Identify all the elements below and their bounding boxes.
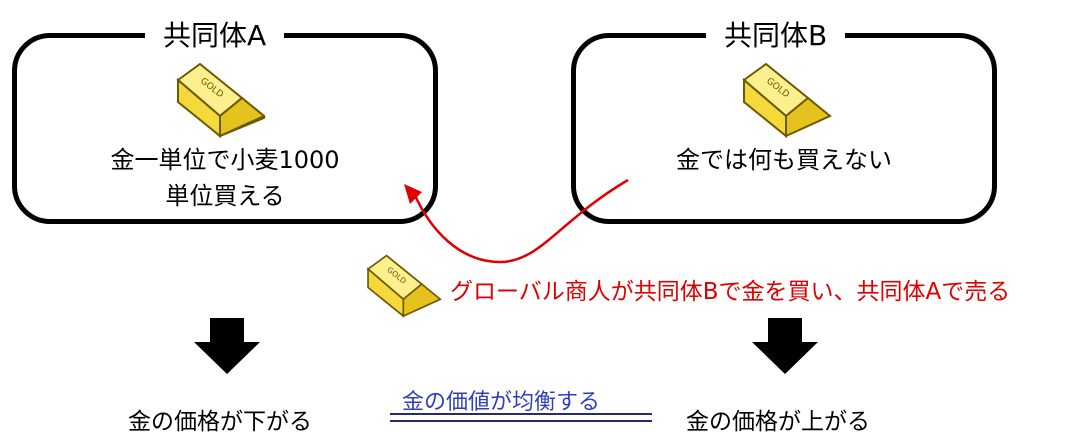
community-a-text-line2: 単位買える bbox=[165, 182, 285, 210]
community-a-title: 共同体A bbox=[145, 16, 285, 56]
result-left-text: 金の価格が下がる bbox=[128, 409, 312, 435]
down-arrow-icon bbox=[752, 318, 818, 374]
balance-double-line bbox=[390, 413, 652, 423]
down-arrow-icon bbox=[194, 318, 260, 374]
gold-bar-icon: GOLD bbox=[742, 62, 832, 139]
gold-bar-icon: GOLD bbox=[366, 254, 442, 318]
community-b-title: 共同体B bbox=[706, 16, 846, 56]
community-b-text: 金では何も買えない bbox=[676, 146, 892, 174]
community-a-box: 共同体A 金一単位で小麦1000 単位買える bbox=[12, 16, 438, 224]
trade-label: グローバル商人が共同体Bで金を買い、共同体Aで売る bbox=[450, 279, 1011, 305]
community-a-text-line1: 金一単位で小麦1000 bbox=[110, 146, 340, 174]
balance-label: 金の価値が均衡する bbox=[402, 390, 601, 415]
result-right-text: 金の価格が上がる bbox=[686, 409, 870, 435]
community-a-text: 金一単位で小麦1000 単位買える bbox=[17, 142, 433, 214]
gold-bar-icon: GOLD bbox=[176, 62, 266, 139]
community-b-box: 共同体B 金では何も買えない bbox=[571, 16, 997, 224]
